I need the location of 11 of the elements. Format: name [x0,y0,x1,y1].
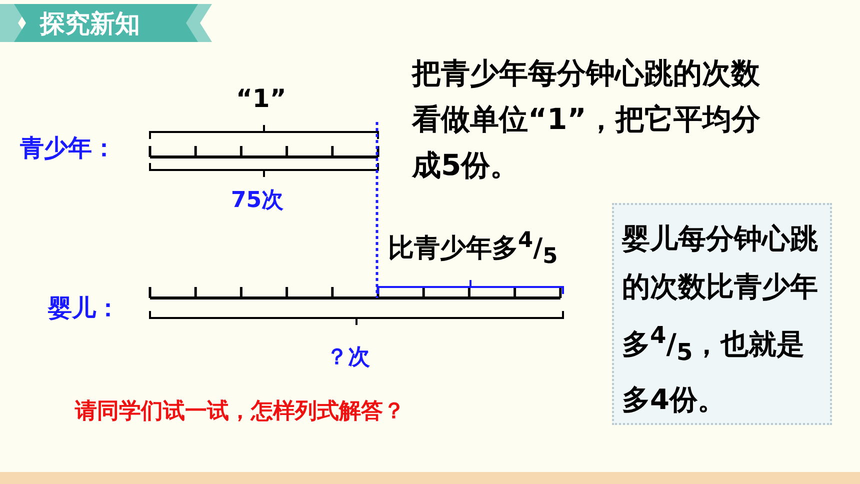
note-text: 婴儿每分钟心跳的次数比青少年多$^{4}$/$_{5}$，也就是多4份。 [622,221,819,418]
row-label: 婴儿： [48,293,120,324]
row-label: 青少年： [20,133,116,164]
difference-label: 比青少年多$^{4}$/$_{5}$ [388,228,558,269]
unit-label: “1” [236,84,286,113]
title-text: 探究新知 [40,8,140,40]
explanation-text: 把青少年每分钟心跳的次数看做单位“1”，把它平均分成5份。 [412,55,762,184]
note-box [612,203,832,425]
quantity-label: ？次 [326,344,370,372]
quantity-label: 75次 [231,187,284,215]
question-text: 请同学们试一试，怎样列式解答？ [75,398,405,426]
